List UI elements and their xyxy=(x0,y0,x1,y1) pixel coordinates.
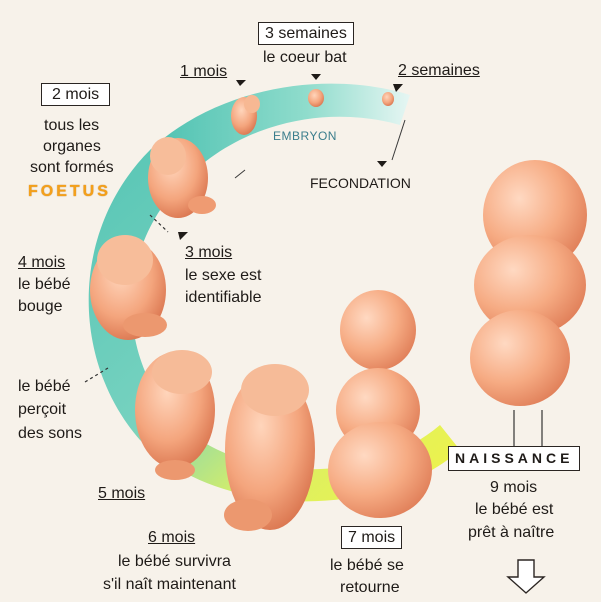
label-foetus: FOETUS xyxy=(28,183,111,201)
label-sounds-1: le bébé xyxy=(18,377,71,396)
foetus-4months xyxy=(90,235,167,340)
label-fecondation: FECONDATION xyxy=(310,175,411,191)
label-1-month: 1 mois xyxy=(180,62,227,81)
foetus-6months xyxy=(224,364,315,531)
label-6-months-desc-2: s'il naît maintenant xyxy=(103,575,236,594)
label-2-months: 2 mois xyxy=(41,83,110,106)
label-2-months-desc-1: tous les xyxy=(44,116,99,135)
label-3-months: 3 mois xyxy=(185,243,232,262)
label-7-months-title: 7 mois xyxy=(341,526,402,549)
label-9-months-3: prêt à naître xyxy=(468,523,554,542)
label-3-months-desc-2: identifiable xyxy=(185,288,262,307)
label-4-months-desc-1: le bébé xyxy=(18,275,71,294)
label-4-months: 4 mois xyxy=(18,253,65,272)
label-naissance-title: NAISSANCE xyxy=(448,446,580,471)
label-6-months-desc-1: le bébé survivra xyxy=(118,552,231,571)
label-3-weeks-title: 3 semaines xyxy=(258,22,354,45)
label-3-weeks: 3 semaines xyxy=(258,22,354,45)
label-9-months-1: 9 mois xyxy=(490,478,537,497)
pointer-triangle-icon xyxy=(311,74,321,80)
label-2-months-title: 2 mois xyxy=(41,83,110,106)
cell-2weeks xyxy=(382,92,394,106)
label-7-months-desc-2: retourne xyxy=(340,578,400,597)
arrow-down-icon xyxy=(508,560,544,593)
cell-3weeks xyxy=(308,89,324,107)
label-4-months-desc-2: bouge xyxy=(18,297,63,316)
label-6-months: 6 mois xyxy=(148,528,195,547)
pointer-triangle-icon xyxy=(377,161,387,167)
label-2-weeks: 2 semaines xyxy=(398,61,480,80)
label-2-months-desc-2: organes xyxy=(43,137,101,156)
label-naissance: NAISSANCE xyxy=(448,446,580,471)
label-2-months-desc-3: sont formés xyxy=(30,158,114,177)
label-embryon: EMBRYON xyxy=(273,129,337,143)
pointer-triangle-icon xyxy=(178,232,188,240)
foetus-9months xyxy=(470,160,587,406)
foetus-7months xyxy=(328,290,432,518)
label-3-weeks-desc: le coeur bat xyxy=(263,48,347,67)
label-sounds-2: perçoit xyxy=(18,400,66,419)
label-3-months-desc-1: le sexe est xyxy=(185,266,261,285)
label-5-months: 5 mois xyxy=(98,484,145,503)
label-7-months-desc-1: le bébé se xyxy=(330,556,404,575)
label-7-months: 7 mois xyxy=(341,526,402,549)
label-9-months-2: le bébé est xyxy=(475,500,553,519)
pointer-triangle-icon xyxy=(236,80,246,86)
label-sounds-3: des sons xyxy=(18,424,82,443)
